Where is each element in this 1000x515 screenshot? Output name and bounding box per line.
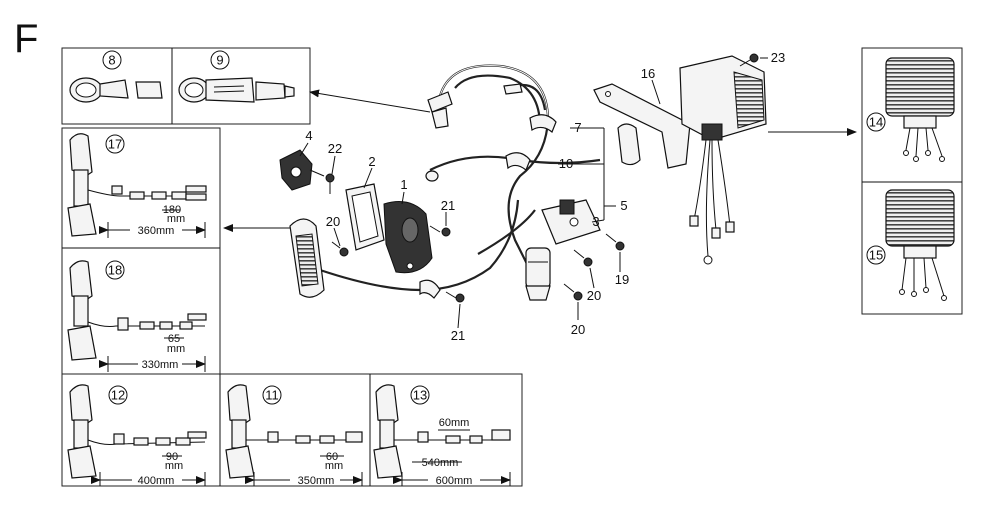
connector-8 — [69, 77, 163, 103]
dim-18-a: 65 — [168, 333, 180, 345]
dim-12-a-unit: mm — [165, 460, 183, 472]
variant-14-label: 14 — [869, 115, 883, 130]
inset-14-15 — [861, 47, 963, 315]
callout-20-lower: 20 — [571, 322, 585, 337]
connector-9 — [178, 77, 295, 103]
variant-12-circle — [108, 385, 128, 405]
part-22-screw — [325, 173, 335, 194]
callout-22: 22 — [328, 141, 342, 156]
callout-2: 2 — [368, 154, 375, 169]
harness-variant-17: 17 360mm 180 mm — [67, 133, 207, 238]
variant-15-label: 15 — [869, 248, 883, 263]
dim-18-total: 330mm — [142, 359, 179, 371]
part-21-screw-lower — [445, 291, 465, 303]
dim-11-total: 350mm — [298, 475, 335, 487]
part-20-screw-left — [331, 241, 349, 257]
part-1-ignition-coil — [383, 201, 433, 274]
variant-9-label: 9 — [216, 53, 223, 68]
part-4-sensor — [279, 149, 325, 191]
arrow-to-inset-8-9 — [309, 89, 431, 113]
callout-1: 1 — [400, 177, 407, 192]
callout-10: 10 — [559, 156, 573, 171]
dim-17-a: 180 — [163, 204, 181, 216]
variant-17-label: 17 — [108, 137, 122, 152]
leader-lines — [299, 57, 768, 329]
dim-13-b: 540mm — [422, 457, 459, 469]
dim-17-total: 360mm — [138, 225, 175, 237]
dim-13-a: 60mm — [439, 417, 470, 429]
variant-9-circle — [210, 50, 230, 70]
variant-8-label: 8 — [108, 53, 115, 68]
regulator-main — [679, 55, 767, 265]
part-19-screw — [605, 233, 625, 251]
variant-14-circle — [866, 112, 886, 132]
variant-8-circle — [102, 50, 122, 70]
inset-frame — [61, 373, 523, 487]
regulator-variant-15: 15 — [866, 189, 955, 301]
callout-23: 23 — [771, 50, 785, 65]
wire-harness — [319, 64, 601, 299]
harness-variant-11: 11 350mm 60 mm — [225, 384, 363, 487]
callout-21-upper: 21 — [441, 198, 455, 213]
variant-11-label: 11 — [265, 388, 279, 403]
section-letter: F — [14, 17, 38, 61]
dim-13-total: 600mm — [436, 475, 473, 487]
variant-13-circle — [410, 385, 430, 405]
dim-11-a: 60 — [326, 451, 338, 463]
dim-12-total: 400mm — [138, 475, 175, 487]
part-5-capacitor — [525, 247, 551, 301]
inset-12-11-13 — [61, 373, 523, 487]
callout-3: 3 — [592, 214, 599, 229]
variant-12-label: 12 — [111, 388, 125, 403]
callout-21-lower: 21 — [451, 328, 465, 343]
dim-17-a-unit: mm — [167, 213, 185, 225]
control-bracket-left — [289, 218, 325, 298]
callout-4: 4 — [305, 128, 312, 143]
harness-variant-18: 18 330mm 65 mm — [67, 260, 207, 372]
variant-15-circle — [866, 245, 886, 265]
variant-11-circle — [262, 385, 282, 405]
inset-frame — [861, 47, 963, 315]
variant-18-label: 18 — [108, 263, 122, 278]
harness-variant-13: 13 60mm 540mm 600mm — [373, 384, 511, 487]
callout-7: 7 — [574, 120, 581, 135]
regulator-variant-14: 14 — [866, 57, 955, 162]
part-20-screw-middle — [573, 249, 593, 267]
variant-18-circle — [105, 260, 125, 280]
dim-12-a: 90 — [166, 451, 178, 463]
part-3-relay — [541, 199, 601, 245]
variant-17-circle — [105, 134, 125, 154]
part-21-screw-upper — [429, 225, 451, 237]
callout-20-middle: 20 — [587, 288, 601, 303]
callout-16: 16 — [641, 66, 655, 81]
inset-frame — [61, 47, 311, 125]
inset-8-9: 8 9 — [61, 47, 311, 125]
callout-5: 5 — [620, 198, 627, 213]
callout-20-left: 20 — [326, 214, 340, 229]
part-16-bracket — [593, 83, 691, 169]
variant-13-label: 13 — [413, 388, 427, 403]
dim-11-a-unit: mm — [325, 460, 343, 472]
part-23-screw — [739, 53, 759, 67]
dim-18-a-unit: mm — [167, 343, 185, 355]
part-2-gasket — [345, 183, 385, 251]
part-20-screw-lower — [563, 283, 583, 301]
harness-variant-12: 12 400mm 90 mm — [67, 384, 207, 487]
callout-19: 19 — [615, 272, 629, 287]
